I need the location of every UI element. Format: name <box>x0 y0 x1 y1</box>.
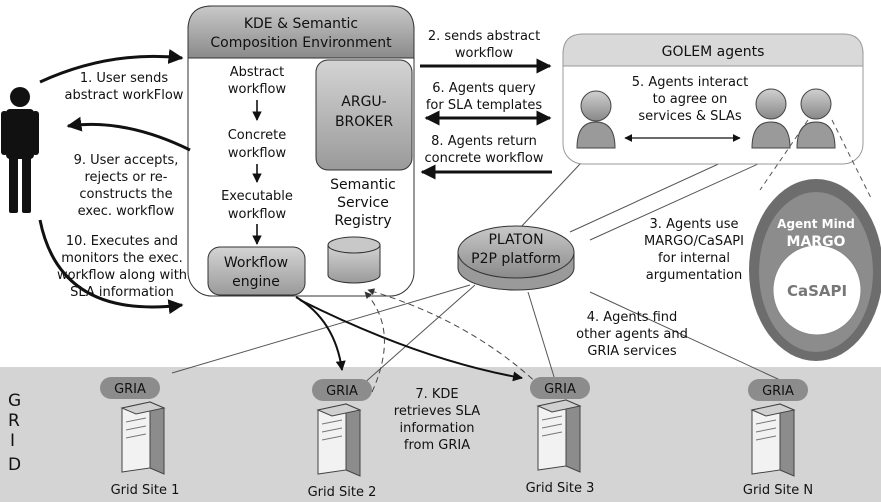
argu-broker-line2: BROKER <box>335 114 393 130</box>
gria-label: GRIA <box>114 382 146 397</box>
step-7-line4: from GRIA <box>404 438 470 453</box>
step-6-line2: for SLA templates <box>426 98 543 113</box>
grid-site-label: Grid Site 2 <box>308 485 377 500</box>
registry-line1: Semantic <box>330 177 396 193</box>
kde-title-line2: Composition Environment <box>210 35 392 51</box>
agent-icon <box>576 90 616 149</box>
platon-line1: PLATON <box>488 232 543 248</box>
grid-letter-d: D <box>8 455 21 475</box>
step-10-line3: workflow along with <box>57 268 187 283</box>
executable-workflow-line2: workflow <box>228 207 287 222</box>
agent-mind-dashes <box>759 119 873 201</box>
argu-broker-box <box>315 59 413 171</box>
server-icon <box>120 401 166 475</box>
platon-platform: PLATON P2P platform <box>457 225 575 291</box>
step-3-line4: argumentation <box>646 268 742 283</box>
executable-workflow-line1: Executable <box>221 189 293 204</box>
step-3-line2: MARGO/CaSAPI <box>644 234 744 249</box>
concrete-workflow-line2: workflow <box>228 146 287 161</box>
step-10-line2: monitors the exec. <box>61 251 183 266</box>
registry-line2: Service <box>337 195 389 211</box>
step-9-line1: 9. User accepts, <box>74 153 179 168</box>
step-8-line2: concrete workflow <box>424 151 543 166</box>
agent-icon <box>751 88 791 149</box>
workflow-engine-line2: engine <box>232 274 280 290</box>
step-7-line2: retrieves SLA <box>394 404 480 419</box>
golem-interact-line3: services & SLAs <box>638 109 741 124</box>
abstract-workflow-line2: workflow <box>228 82 287 97</box>
grid-letter-r: R <box>8 411 20 431</box>
step-9-line4: exec. workflow <box>78 204 175 219</box>
step-4-line3: GRIA services <box>587 344 677 359</box>
agent-mind: Agent Mind MARGO CaSAPI <box>749 179 881 361</box>
step-3-line1: 3. Agents use <box>650 217 739 232</box>
step-10-line1: 10. Executes and <box>66 234 178 249</box>
connector-lines <box>171 144 801 386</box>
golem-interact-line1: 5. Agents interact <box>632 75 748 90</box>
agent-mind-title: Agent Mind <box>777 217 855 231</box>
user-icon <box>1 87 39 213</box>
concrete-workflow-line1: Concrete <box>228 128 287 143</box>
grid-letter-i: I <box>10 431 15 451</box>
casapi-label: CaSAPI <box>787 282 847 300</box>
server-icon <box>536 399 582 473</box>
arrow-step-1 <box>39 49 184 84</box>
step-7-line3: information <box>399 421 474 436</box>
kde-environment: KDE & Semantic Composition Environment A… <box>187 5 415 297</box>
grid-site-1: GRIA Grid Site 1 <box>100 377 179 498</box>
argu-broker-line1: ARGU- <box>341 94 386 110</box>
golem-interact-line2: to agree on <box>653 92 728 107</box>
grid-site-label: Grid Site 3 <box>526 481 595 496</box>
gria-badge <box>312 379 372 401</box>
grid-site-2: GRIA Grid Site 2 <box>308 379 377 500</box>
arrow-step-9 <box>66 116 191 152</box>
step-2-line2: workflow <box>455 46 514 61</box>
arrow-step-10 <box>38 219 184 315</box>
grid-site-label: Grid Site N <box>743 483 813 498</box>
step-4-line2: other agents and <box>576 327 688 342</box>
gria-label: GRIA <box>762 384 794 399</box>
gria-badge <box>748 379 808 401</box>
database-icon <box>327 236 381 284</box>
margo-label: MARGO <box>787 234 846 250</box>
gria-badge <box>100 377 160 399</box>
grid-site-3: GRIA Grid Site 3 <box>526 377 595 496</box>
step-6-line1: 6. Agents query <box>432 81 536 96</box>
step-9-line3: constructs the <box>79 187 172 202</box>
step-8-line1: 8. Agents return <box>431 134 537 149</box>
gria-label: GRIA <box>544 382 576 397</box>
golem-agents-box: GOLEM agents 5. Agents interact to agree… <box>562 33 864 165</box>
grid-letter-g: G <box>8 391 21 411</box>
grid-site-n: GRIA Grid Site N <box>743 379 813 498</box>
workflow-engine-line1: Workflow <box>224 255 288 271</box>
kde-golem-arrows <box>420 58 552 180</box>
step-4-line1: 4. Agents find <box>587 310 678 325</box>
agent-icon <box>796 88 836 149</box>
step-1-line1: 1. User sends <box>80 71 169 86</box>
abstract-workflow-line1: Abstract <box>230 65 285 80</box>
step-7-dashed-arrows <box>364 288 541 393</box>
workflow-engine-box <box>207 246 306 296</box>
gria-badge <box>530 377 590 399</box>
server-icon <box>316 403 362 477</box>
grid-site-label: Grid Site 1 <box>111 483 180 498</box>
engine-grid-arrows <box>295 296 523 382</box>
golem-title: GOLEM agents <box>662 44 765 60</box>
user-kde-arrows <box>38 49 191 315</box>
step-2-line1: 2. sends abstract <box>428 29 540 44</box>
step-10-line4: SLA information <box>70 285 174 300</box>
platon-line2: P2P platform <box>471 251 561 267</box>
server-icon <box>750 403 796 477</box>
step-9-line2: rejects or re- <box>85 170 168 185</box>
step-3-line3: for internal <box>658 251 730 266</box>
step-1-line2: abstract workFlow <box>65 88 184 103</box>
step-7-line1: 7. KDE <box>415 387 458 402</box>
kde-title-line1: KDE & Semantic <box>244 16 358 32</box>
registry-line3: Registry <box>334 213 391 229</box>
gria-label: GRIA <box>326 384 358 399</box>
